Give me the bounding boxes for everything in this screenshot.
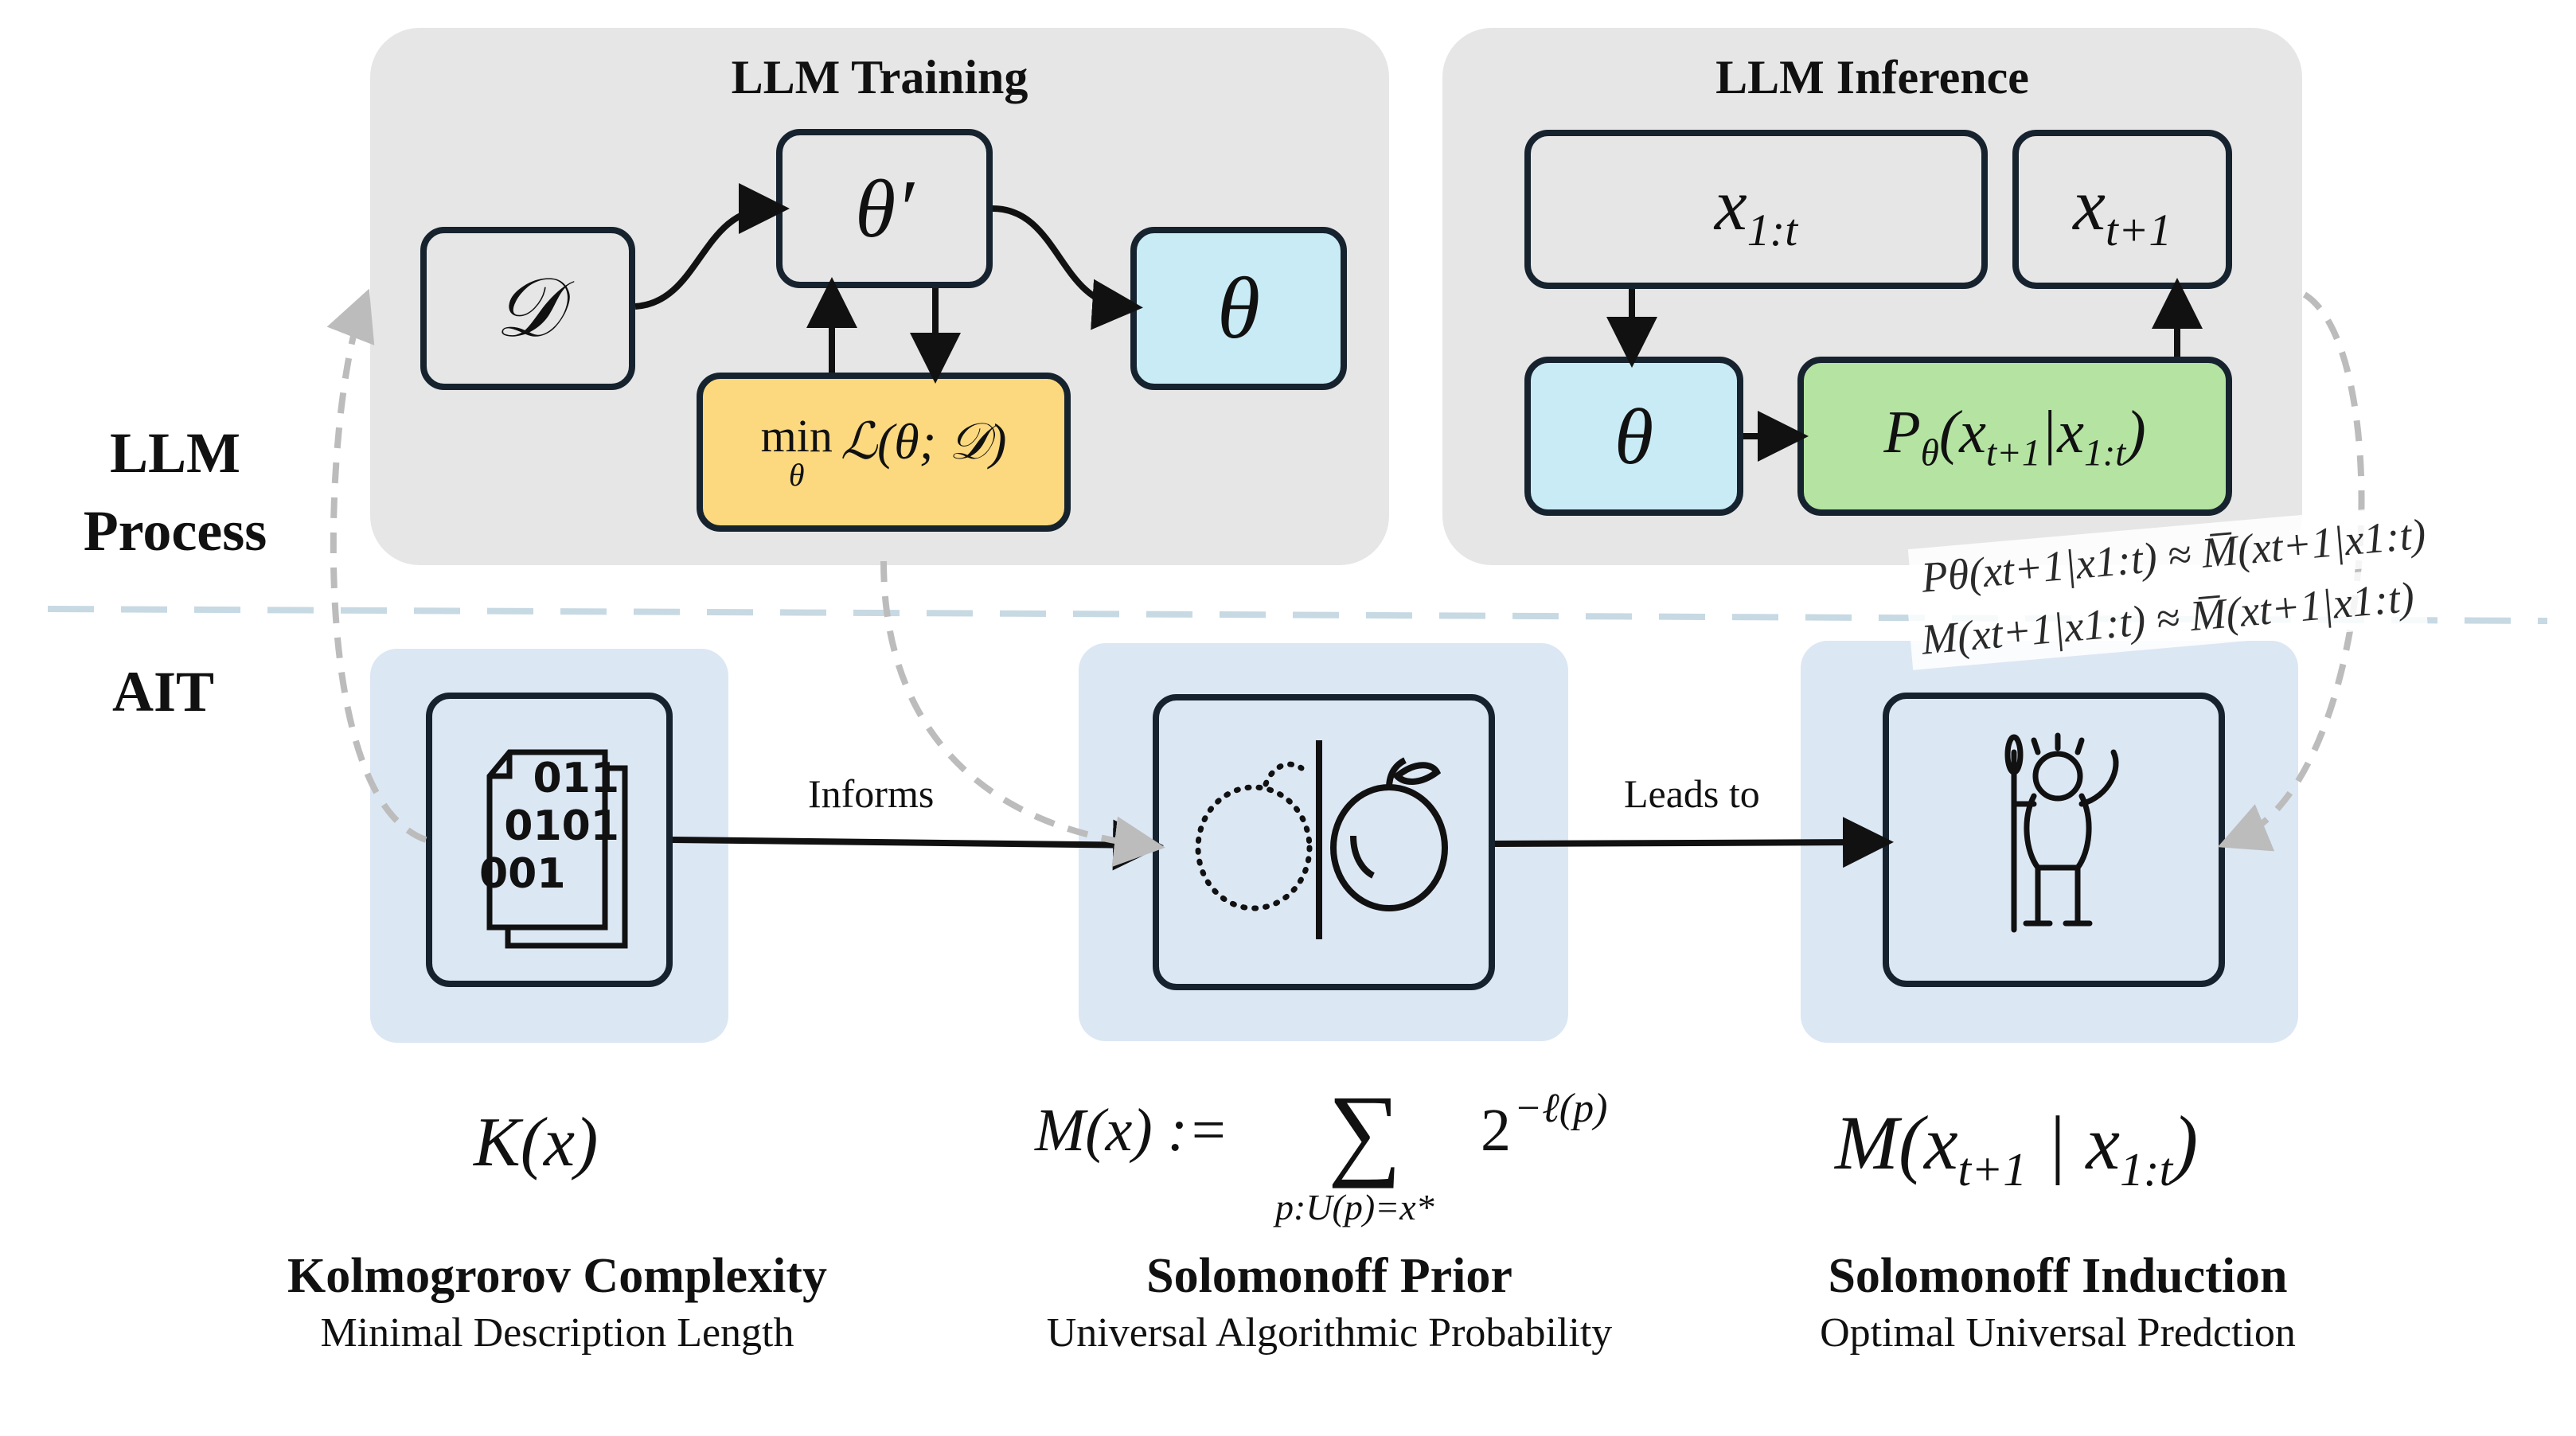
arrow-leads-to	[1494, 817, 1894, 868]
induction-caption-subtitle: Optimal Universal Predction	[1820, 1310, 2296, 1356]
theta-prime-node: θ′	[776, 129, 993, 288]
binary-document-icon	[486, 749, 628, 949]
edge-label-informs: Informs	[808, 771, 935, 816]
prior-formula: M(x) := ∑ p:U(p)=x* 2 −ℓ(p)	[1035, 1075, 1640, 1238]
theta-prime-symbol: θ′	[855, 162, 914, 255]
section-label-ait: AIT	[111, 660, 215, 724]
prior-caption-subtitle: Universal Algorithmic Probability	[1046, 1310, 1613, 1356]
edge-label-leads-to: Leads to	[1624, 771, 1760, 816]
binary-digits: 011 0101 001	[476, 755, 619, 898]
kolmogorov-icon-box	[426, 693, 673, 987]
kolmogorov-formula: K(x)	[474, 1104, 599, 1181]
dashed-loss-to-prior	[880, 560, 1165, 868]
prior-caption-title: Solomonoff Prior	[1146, 1249, 1512, 1303]
loss-node: min θ ℒ(θ; 𝒟)	[697, 373, 1071, 532]
prior-sum-below: p:U(p)=x*	[1275, 1187, 1434, 1227]
prior-sum-symbol: ∑	[1328, 1075, 1402, 1189]
dataset-symbol: 𝒟	[494, 262, 561, 354]
inference-theta-symbol: θ	[1614, 392, 1654, 481]
prior-exponent: −ℓ(p)	[1514, 1086, 1608, 1131]
context-symbol: x1:t	[1714, 164, 1798, 256]
probability-expression: Pθ(xt+1|x1:t)	[1883, 398, 2146, 474]
induction-caption-title: Solomonoff Induction	[1828, 1249, 2288, 1303]
theta-trained-node: θ	[1130, 227, 1347, 390]
prior-term: 2	[1481, 1097, 1511, 1164]
probability-node: Pθ(xt+1|x1:t)	[1797, 357, 2232, 516]
kolmogorov-caption-title: Kolmogrorov Complexity	[287, 1249, 827, 1303]
wizard-icon	[2004, 732, 2119, 933]
loss-expression: ℒ(θ; 𝒟)	[840, 413, 1007, 470]
arrow-informs	[672, 819, 1164, 871]
loss-min-sub: θ	[788, 457, 805, 493]
context-node: x1:t	[1524, 130, 1988, 289]
dataset-node: 𝒟	[420, 227, 635, 390]
llm-inference-title: LLM Inference	[1715, 51, 2029, 103]
inference-theta-node: θ	[1524, 357, 1743, 516]
dotted-fruit-icon	[1195, 761, 1313, 911]
next-token-node: xt+1	[2012, 130, 2232, 289]
binary-line-1: 011	[533, 755, 619, 802]
solid-fruit-icon	[1330, 757, 1448, 911]
dashed-kolmogorov-to-training	[326, 288, 427, 843]
next-token-symbol: xt+1	[2073, 164, 2172, 256]
binary-line-2: 0101	[504, 802, 619, 850]
llm-training-title: LLM Training	[731, 51, 1028, 103]
section-label-llm-process: LLM Process	[83, 421, 267, 563]
loss-min-text: min	[760, 410, 833, 462]
prior-icon-box	[1153, 694, 1495, 990]
binary-line-3: 001	[479, 850, 566, 898]
kolmogorov-caption-subtitle: Minimal Description Length	[320, 1310, 794, 1356]
arrow-dataset-to-theta-prime	[634, 183, 790, 310]
arrow-theta-prime-to-theta	[992, 205, 1143, 330]
prior-lhs: M(x) :=	[1035, 1097, 1229, 1164]
loss-min: min θ	[761, 413, 833, 491]
induction-formula: M(xt+1 | x1:t)	[1835, 1100, 2199, 1196]
theta-trained-symbol: θ	[1216, 259, 1261, 357]
